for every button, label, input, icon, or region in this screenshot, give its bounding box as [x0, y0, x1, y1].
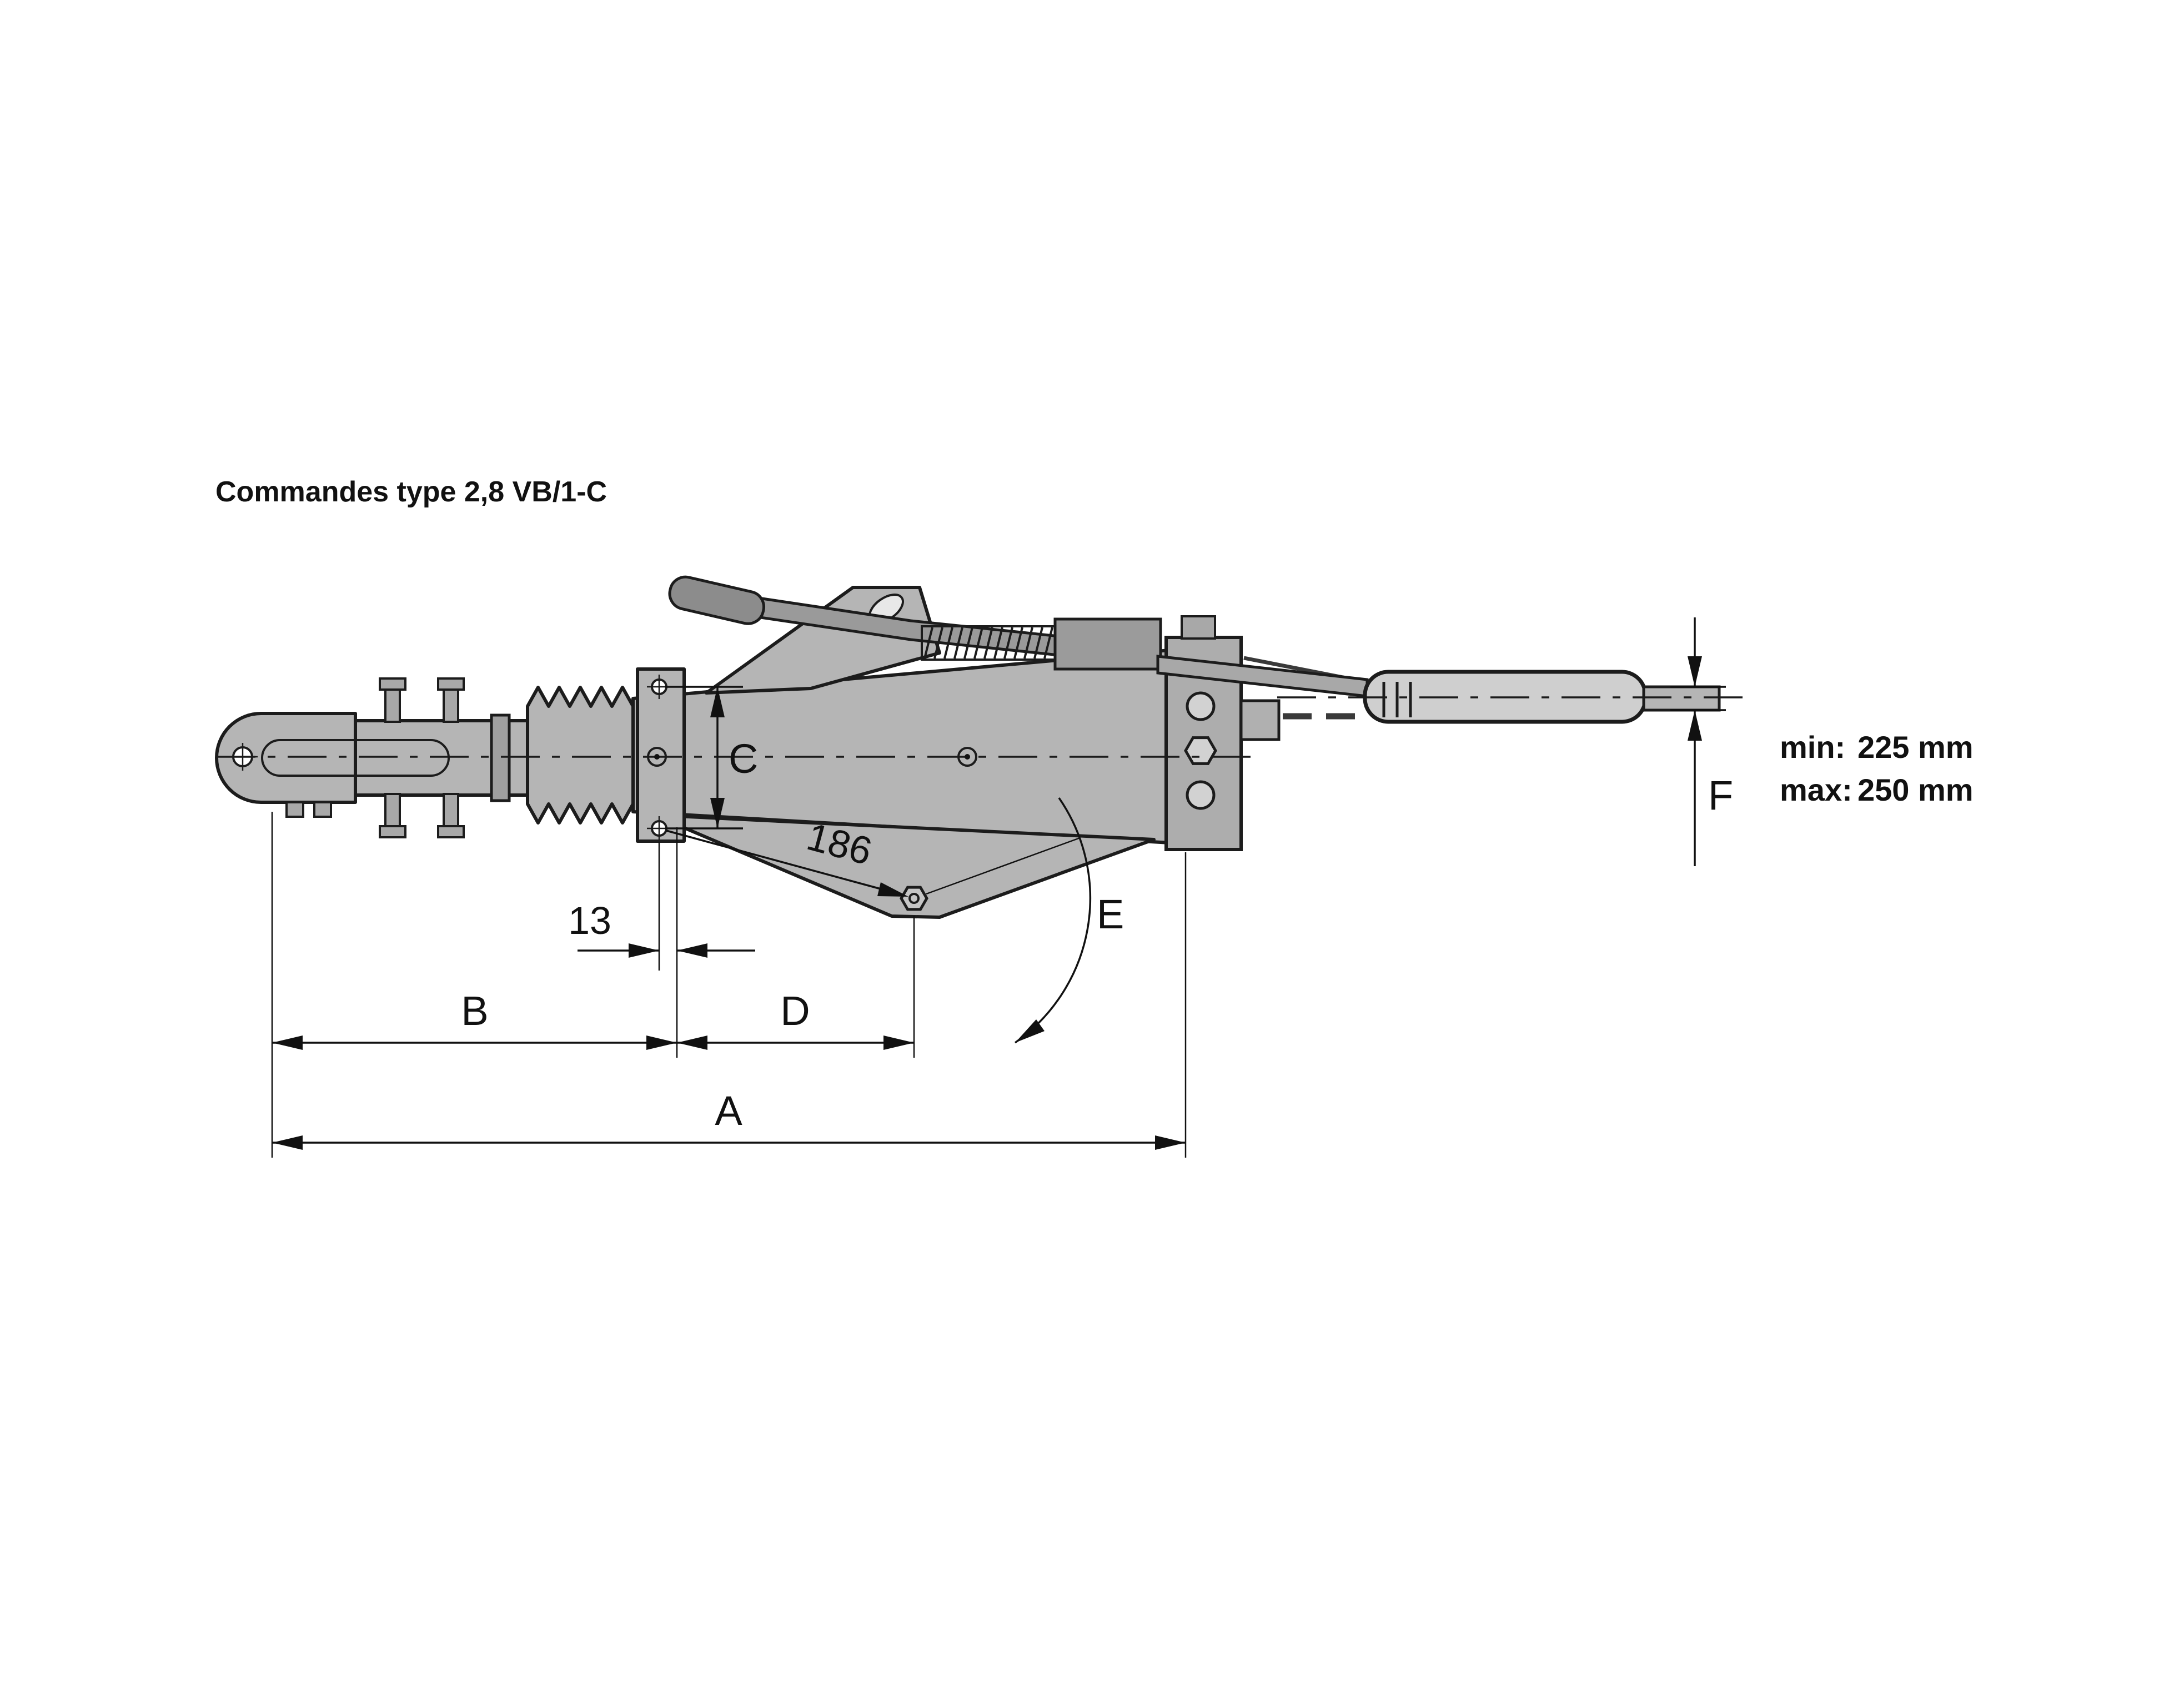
lower-bracket [652, 813, 1156, 919]
dimB-arrow-right [646, 1035, 677, 1050]
dimD-arrow-left [677, 1035, 707, 1050]
dimF-arrow-down [1688, 656, 1702, 687]
dimension-13: 13 [568, 827, 755, 1058]
dimension-d: D [677, 916, 915, 1058]
dimA-arrow-left [272, 1135, 303, 1150]
clevis-bolt-left [285, 801, 304, 818]
bottom-bolt-nut-1 [379, 825, 406, 838]
dimD-arrow-right [883, 1035, 914, 1050]
clevis-bolt-right [313, 801, 332, 818]
bottom-bolt-stud-1 [384, 793, 401, 828]
lever-grip [668, 575, 765, 625]
dim13-arrow-left [629, 943, 659, 958]
dimension-d-label: D [780, 988, 810, 1034]
c-arrow-down [710, 798, 725, 828]
dim13-arrow-right [677, 943, 707, 958]
bracket-bolt-hex [900, 886, 928, 911]
center-line [217, 696, 1749, 767]
min-label: min: [1780, 730, 1845, 765]
e-arc-arrow [1015, 1019, 1045, 1043]
plate-hole-bottom [1186, 780, 1216, 810]
dimF-arrow-up [1688, 710, 1702, 741]
dimB-arrow-left [272, 1035, 303, 1050]
coupling-slot [261, 739, 450, 777]
bottom-bolt-nut-2 [437, 825, 465, 838]
centerline-marker-1-dot [654, 754, 660, 760]
bracket-bolt-center [908, 893, 920, 904]
dim186-arrow [877, 882, 908, 897]
max-value: 250 mm [1857, 772, 1974, 807]
dimA-arrow-right [1155, 1135, 1186, 1150]
dimension-e-label: E [1097, 891, 1124, 937]
centerline-marker-2-dot [965, 754, 970, 760]
top-bolt-nut-2 [437, 677, 465, 691]
spring-coils [923, 627, 1053, 659]
centerline-marker-2 [957, 747, 977, 767]
coupling-head [215, 712, 357, 818]
centerline-marker-1 [647, 747, 667, 767]
max-label: max: [1780, 772, 1852, 807]
bracket-plate [652, 813, 1156, 919]
c-arrow-up [710, 687, 725, 717]
bottom-bolt-stud-2 [443, 793, 459, 828]
dimension-b: B [271, 812, 677, 1158]
dimension-f-label: F [1708, 772, 1733, 818]
cable-attachment [1239, 699, 1281, 741]
e-radius-line [926, 837, 1081, 895]
rubber-bellows [526, 686, 635, 825]
clevis-body [215, 712, 357, 804]
top-bolt-nut-1 [379, 677, 406, 691]
flange-plate [636, 667, 686, 843]
dim186-line [666, 830, 881, 890]
upper-bracket [705, 586, 941, 695]
e-swing-arc [1014, 797, 1092, 1044]
plate-hole-top [1186, 691, 1216, 721]
left-flange [636, 667, 686, 843]
plate-top-bolt [1181, 615, 1216, 640]
dimension-e: E [926, 797, 1124, 1044]
dimension-b-label: B [461, 988, 488, 1034]
height-range-note: min: 225 mm max: 250 mm [1780, 730, 1974, 807]
rod-tip [1642, 685, 1721, 712]
top-bolt-stud-1 [384, 687, 401, 723]
drawing-title: Commandes type 2,8 VB/1-C [215, 476, 607, 508]
top-bolt-stud-2 [443, 687, 459, 723]
plate-hex-nut [1184, 736, 1217, 765]
shaft-collar [490, 713, 511, 802]
pivot-block [1053, 617, 1162, 671]
dimension-f: F [1670, 617, 1733, 866]
dimension-c-label: C [729, 736, 758, 782]
dimension-13-label: 13 [568, 899, 611, 942]
dimension-a: A [272, 852, 1187, 1158]
dimension-a-label: A [715, 1088, 742, 1134]
min-value: 225 mm [1857, 730, 1974, 765]
dimension-c: C [665, 686, 758, 830]
